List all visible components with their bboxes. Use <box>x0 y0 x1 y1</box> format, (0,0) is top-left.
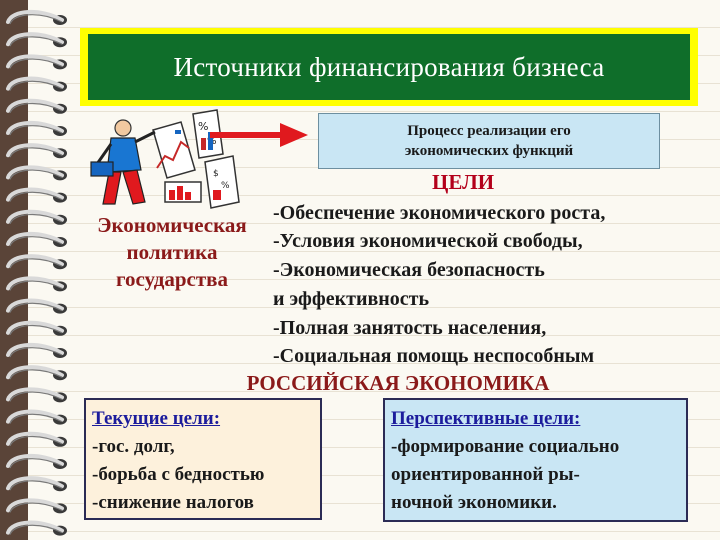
process-line-2: экономических функций <box>404 143 574 159</box>
current-goal-item: -снижение налогов <box>92 492 254 513</box>
future-goals-panel: Перспективные цели: -формирование социал… <box>383 398 688 522</box>
future-goal-item: ночной экономики. <box>391 492 557 513</box>
future-goal-item: ориентированной ры- <box>391 464 580 485</box>
page-title: Источники финансирования бизнеса <box>88 34 690 100</box>
goal-item: -Условия экономической свободы, <box>273 230 583 252</box>
goal-item: -Полная занятость населения, <box>273 317 547 339</box>
current-goals-title: Текущие цели: <box>92 408 221 429</box>
future-goal-item: -формирование социально <box>391 436 620 457</box>
spiral-binding-icon <box>6 9 67 536</box>
current-goal-item: -гос. долг, <box>92 436 175 457</box>
current-goals-panel: Текущие цели: -гос. долг, -борьба с бедн… <box>84 398 322 520</box>
svg-text:$: $ <box>213 169 219 179</box>
future-goals-title: Перспективные цели: <box>391 408 581 429</box>
goal-item: и эффективность <box>273 288 430 310</box>
goal-item: -Социальная помощь неспособным <box>273 345 595 367</box>
right-arrow-icon <box>210 123 308 147</box>
current-goal-item: -борьба с бедностью <box>92 464 265 485</box>
goal-item: -Экономическая безопасность <box>273 259 545 281</box>
title-banner: Источники финансирования бизнеса <box>80 28 698 106</box>
goal-item: -Обеспечение экономического роста, <box>273 202 606 224</box>
policy-line-1: Экономическая <box>97 213 247 237</box>
svg-text:%: % <box>198 120 208 133</box>
business-chart-clipart-icon: % % $ % <box>90 109 240 209</box>
russian-economy-label: РОССИЙСКАЯ ЭКОНОМИКА <box>246 371 550 395</box>
state-economic-policy-label: Экономическая политика государства <box>82 212 262 293</box>
process-line-1: Процесс реализации его <box>407 123 571 139</box>
svg-text:%: % <box>221 181 230 191</box>
policy-line-3: государства <box>115 267 228 291</box>
policy-line-2: политика <box>126 240 218 264</box>
goals-title: ЦЕЛИ <box>432 170 495 194</box>
process-box: Процесс реализации его экономических фун… <box>318 113 660 169</box>
